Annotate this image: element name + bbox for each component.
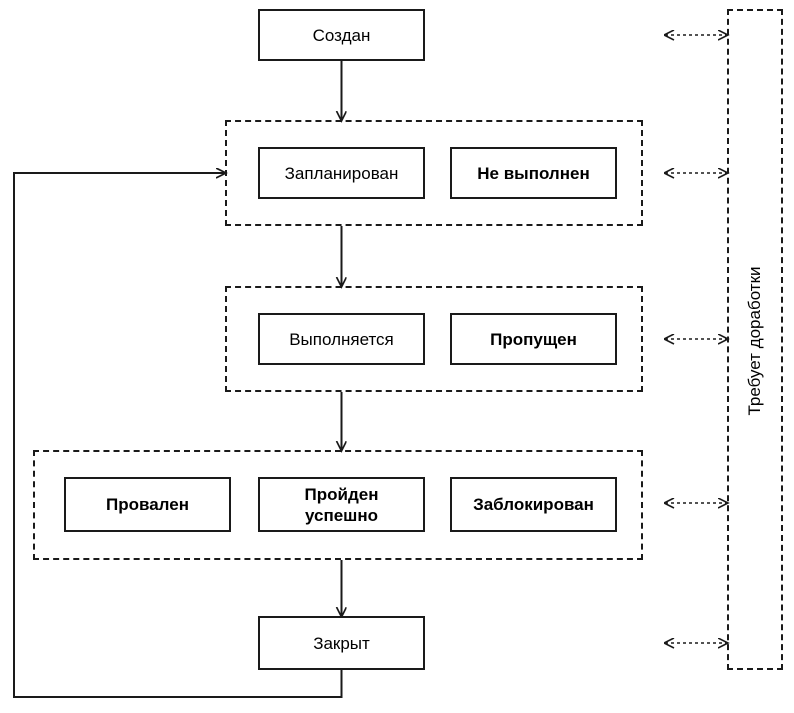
group-planned-states — [225, 120, 643, 226]
state-box-not-run[interactable]: Не выполнен — [450, 147, 617, 199]
state-box-closed[interactable]: Закрыт — [258, 616, 425, 670]
state-box-skipped[interactable]: Пропущен — [450, 313, 617, 365]
group-running-states — [225, 286, 643, 392]
state-box-passed[interactable]: Пройден успешно — [258, 477, 425, 532]
state-box-planned[interactable]: Запланирован — [258, 147, 425, 199]
rework-panel-label: Требует доработки — [745, 266, 764, 416]
state-box-running[interactable]: Выполняется — [258, 313, 425, 365]
rework-panel: Требует доработки — [727, 9, 783, 670]
state-box-blocked[interactable]: Заблокирован — [450, 477, 617, 532]
state-box-failed[interactable]: Провален — [64, 477, 231, 532]
state-box-created[interactable]: Создан — [258, 9, 425, 61]
group-result-states — [33, 450, 643, 560]
